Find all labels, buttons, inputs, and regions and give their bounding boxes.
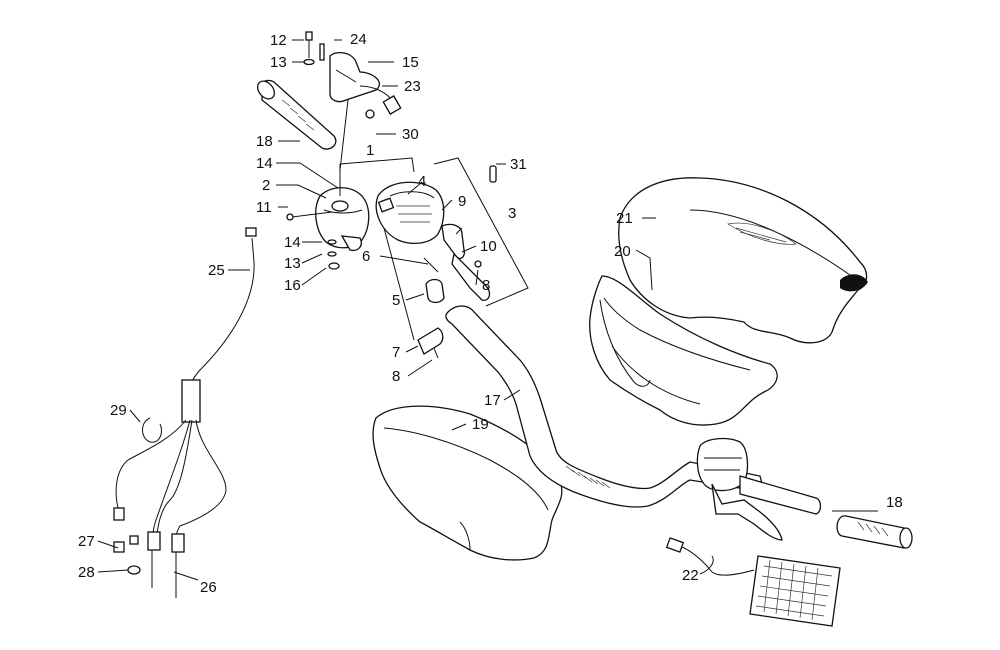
part-20-handlebar-pad — [589, 275, 778, 426]
callout-8-lower: 8 — [392, 368, 400, 385]
part-15-bracket — [329, 51, 381, 103]
callout-18-left-grip: 18 — [256, 133, 273, 150]
callout-19: 19 — [472, 416, 489, 433]
part-21-handlebar-pad-cover — [618, 177, 868, 344]
part-28-nut — [127, 565, 141, 575]
callout-31: 31 — [510, 156, 527, 173]
callout-18-right-grip: 18 — [886, 494, 903, 511]
callout-21: 21 — [616, 210, 633, 227]
part-13-washer — [327, 251, 337, 257]
part-14-spring — [327, 239, 337, 245]
callout-22: 22 — [682, 567, 699, 584]
leader-lines — [97, 39, 878, 581]
callout-9: 9 — [458, 193, 466, 210]
part-29-cable-clip — [142, 417, 163, 443]
part-19-handlebar-pad — [372, 405, 563, 561]
part-18-left-grip — [256, 79, 337, 150]
callout-2: 2 — [262, 177, 270, 194]
part-30-nut — [365, 109, 375, 119]
switch-housing-lower-cover — [340, 235, 362, 252]
callout-13-top: 13 — [270, 54, 287, 71]
part-31-pin — [489, 165, 497, 183]
callout-7: 7 — [392, 344, 400, 361]
callout-15: 15 — [402, 54, 419, 71]
callout-13-lower: 13 — [284, 255, 301, 272]
part-27-connector — [113, 535, 139, 553]
callout-26: 26 — [200, 579, 217, 596]
part-24-pin — [319, 43, 325, 61]
part-23-connector — [359, 85, 402, 115]
callout-24: 24 — [350, 31, 367, 48]
callout-4: 4 — [418, 173, 426, 190]
part-8-screw-a — [474, 260, 482, 268]
callout-6: 6 — [362, 248, 370, 265]
part-13-washer-top — [303, 58, 315, 66]
part-6-pin — [423, 257, 439, 273]
callout-8-upper: 8 — [482, 277, 490, 294]
part-10-lever-arm — [451, 252, 491, 301]
callout-labels: 12 24 13 15 23 18 30 1 14 31 2 4 11 3 9 … — [78, 31, 903, 596]
callout-11: 11 — [256, 199, 272, 216]
callout-1: 1 — [366, 142, 374, 159]
part-25-wiring-harness — [113, 227, 257, 598]
part-4-throttle-housing — [375, 181, 445, 245]
part-7-bracket — [417, 327, 444, 355]
callout-29: 29 — [110, 402, 127, 419]
callout-17: 17 — [484, 392, 501, 409]
callout-30: 30 — [402, 126, 419, 143]
part-5-bushing — [425, 278, 445, 304]
callout-3: 3 — [508, 205, 516, 222]
part-8-screw-b — [433, 347, 439, 359]
part-11-screw — [286, 211, 333, 221]
part-12-bolt — [305, 31, 313, 58]
callout-14-lower: 14 — [284, 234, 301, 251]
callout-27: 27 — [78, 533, 95, 550]
part-18-right-grip — [836, 515, 913, 549]
part-22-grip-heater — [665, 537, 841, 627]
callout-5: 5 — [392, 292, 400, 309]
callout-14-top: 14 — [256, 155, 273, 172]
callout-28: 28 — [78, 564, 95, 581]
callout-20: 20 — [614, 243, 631, 260]
callout-23: 23 — [404, 78, 421, 95]
callout-16: 16 — [284, 277, 301, 294]
part-16-ball — [328, 262, 340, 270]
callout-25: 25 — [208, 262, 225, 279]
right-lever-assembly — [696, 437, 822, 541]
callout-10: 10 — [480, 238, 497, 255]
callout-12: 12 — [270, 32, 287, 49]
part-2-switch-housing — [315, 187, 370, 249]
